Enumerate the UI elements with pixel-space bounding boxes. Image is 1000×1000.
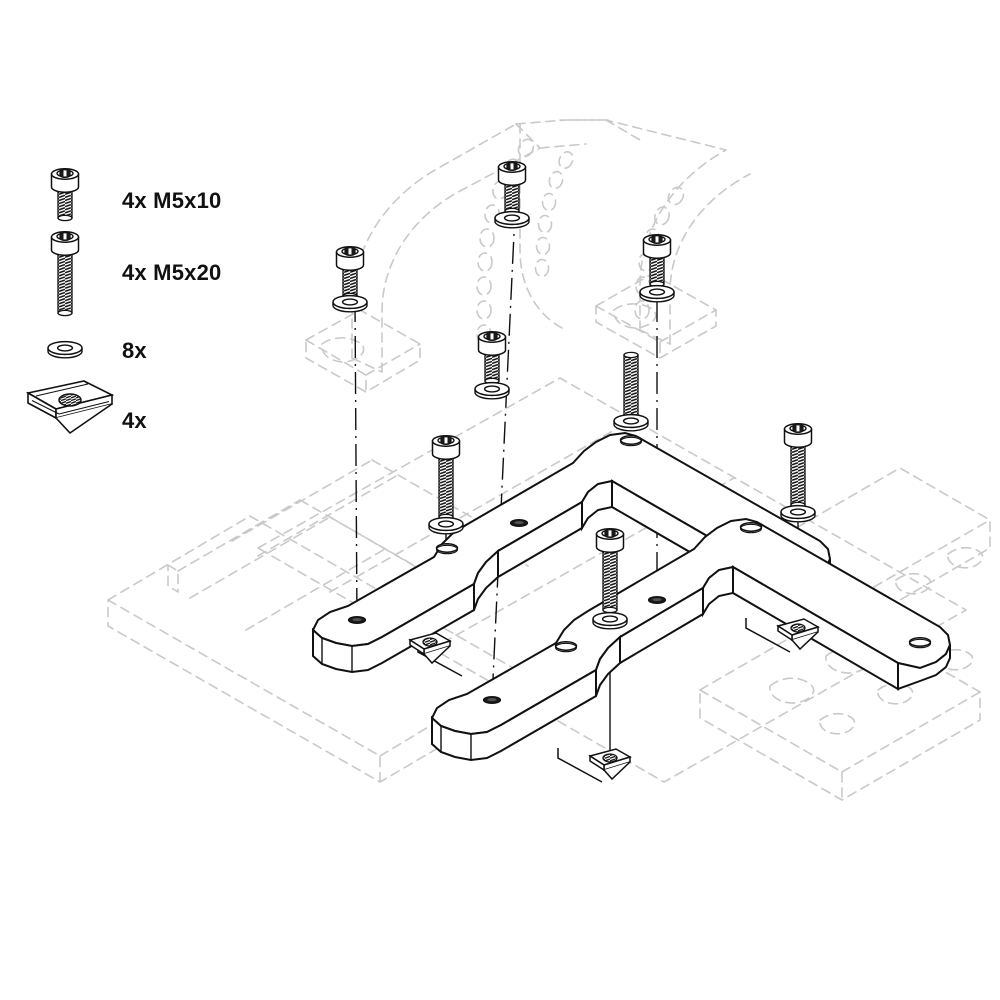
bracket-hole-front-left [482,695,502,705]
legend-item-screw-m5x10[interactable]: 4x M5x10 [50,168,222,222]
hole-marker-mid-2 [509,518,529,528]
extrusion-rail-left [107,459,529,783]
legend-label-tnut: 4x [122,408,147,433]
legend-label-screw-m5x10: 4x M5x10 [122,188,221,213]
bracket-hole-rear-left [347,615,367,625]
ghost-upper-body [515,119,641,149]
hole-marker-mid-1 [647,595,667,605]
legend-item-tnut[interactable]: 4x [27,380,147,434]
legend-label-screw-m5x20: 4x M5x20 [122,260,221,285]
bracket-hole-front-right [908,637,932,649]
centerline-1 [354,299,358,623]
legend-item-washer[interactable]: 8x [47,338,147,363]
parts-legend: 4x M5x10 4x M5x20 8x 4x [27,168,222,434]
legend-item-screw-m5x20[interactable]: 4x M5x20 [50,231,222,317]
bracket-hole-front-upper [739,522,763,534]
bracket-hole-rear-mid [435,543,459,555]
bracket-hole-front-mid [554,641,578,653]
centerline-2 [491,169,518,701]
bracket-hole-rear-upper [619,435,643,447]
flat-washer-icon [47,340,83,359]
legend-label-washer: 8x [122,338,147,363]
